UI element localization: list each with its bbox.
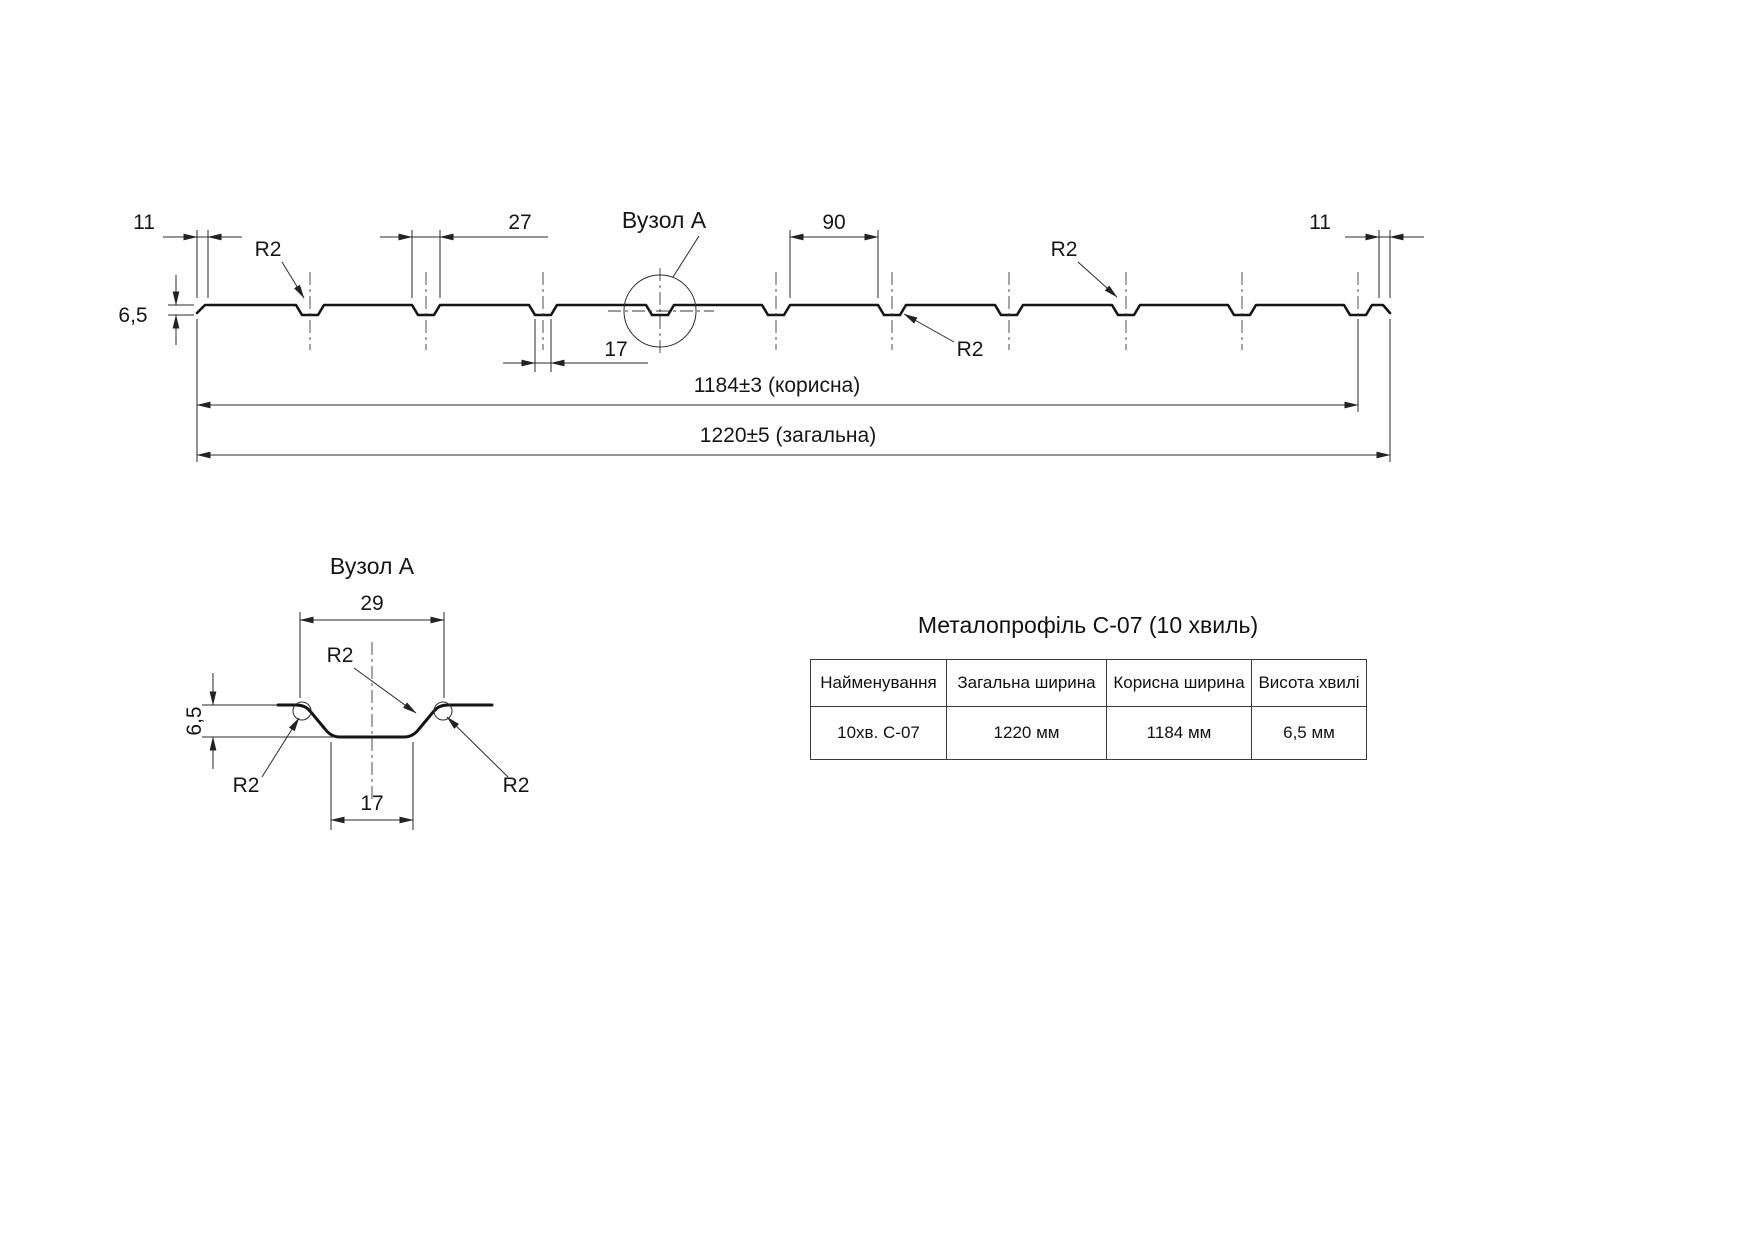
dim-wave-top: 27 xyxy=(380,211,548,298)
spec-cell-name: 10хв. С-07 xyxy=(810,706,947,760)
r2-label-detail-top: R2 xyxy=(327,644,354,667)
r2-label-top-left: R2 xyxy=(255,238,282,261)
radius-circle-right xyxy=(433,701,453,721)
spec-section: Металопрофіль С-07 (10 хвиль) Найменуван… xyxy=(810,612,1367,760)
spec-table: Найменування Загальна ширина Корисна шир… xyxy=(810,659,1367,760)
spec-header-row: Найменування Загальна ширина Корисна шир… xyxy=(810,659,1367,707)
spec-title: Металопрофіль С-07 (10 хвиль) xyxy=(917,612,1259,638)
profile-drawing: Вузол А 11 27 90 xyxy=(118,207,1424,462)
dim-text-edge-right: 11 xyxy=(1309,211,1331,234)
spec-cell-useful-width: 1184 мм xyxy=(1106,706,1252,760)
dim-text-wave-top: 27 xyxy=(508,211,531,234)
dim-detail-top: 29 xyxy=(299,592,445,698)
radius-callouts: R2 R2 R2 xyxy=(255,238,1118,361)
spec-header-overall-width: Загальна ширина xyxy=(946,659,1107,707)
spec-header-wave-height: Висота хвилі xyxy=(1251,659,1367,707)
dim-text-detail-height: 6,5 xyxy=(183,706,206,735)
r2-label-top-right: R2 xyxy=(1051,238,1078,261)
dim-wave-bottom: 17 xyxy=(503,319,648,372)
detail-drawing: Вузол А 29 R2 6,5 R2 R2 xyxy=(183,553,529,830)
detail-outline xyxy=(276,703,494,739)
dim-useful-width: 1184±3 (корисна) xyxy=(196,319,1359,462)
r2-leader-detail-top xyxy=(353,667,417,714)
r2-label-detail-right: R2 xyxy=(503,774,530,797)
dim-text-detail-top: 29 xyxy=(360,592,383,615)
spec-header-name: Найменування xyxy=(810,659,947,707)
dim-text-profile-height: 6,5 xyxy=(118,304,147,327)
dim-detail-bottom: 17 xyxy=(330,742,414,830)
dim-text-overall-width: 1220±5 (загальна) xyxy=(700,424,876,447)
spec-header-useful-width: Корисна ширина xyxy=(1106,659,1252,707)
dim-edge-right: 11 xyxy=(1309,211,1424,298)
profile-outline xyxy=(195,303,1392,317)
dim-text-detail-bottom: 17 xyxy=(360,792,383,815)
r2-leader-detail-left xyxy=(261,717,300,778)
wave-centerlines xyxy=(309,268,1359,354)
dim-edge-left: 11 xyxy=(133,211,242,298)
dim-text-wave-bottom: 17 xyxy=(604,338,627,361)
r2-label-bottom: R2 xyxy=(957,338,984,361)
dim-text-useful-width: 1184±3 (корисна) xyxy=(694,374,860,397)
node-a-label: Вузол А xyxy=(622,207,707,233)
r2-leader-detail-right xyxy=(446,716,509,778)
dim-overall-width: 1220±5 (загальна) xyxy=(196,319,1391,462)
dim-detail-height: 6,5 xyxy=(183,673,334,769)
radius-circle-left xyxy=(292,701,312,721)
node-a-circle xyxy=(623,274,697,348)
spec-data-row: 10хв. С-07 1220 мм 1184 мм 6,5 мм xyxy=(810,706,1367,760)
dim-profile-height: 6,5 xyxy=(118,275,194,345)
spec-cell-overall-width: 1220 мм xyxy=(946,706,1107,760)
dim-text-edge-left: 11 xyxy=(133,211,155,234)
dim-text-pitch: 90 xyxy=(822,211,845,234)
detail-title: Вузол А xyxy=(330,553,415,579)
spec-cell-wave-height: 6,5 мм xyxy=(1251,706,1367,760)
node-a-leader xyxy=(672,235,700,278)
dim-pitch: 90 xyxy=(789,211,879,298)
r2-label-detail-left: R2 xyxy=(233,774,260,797)
